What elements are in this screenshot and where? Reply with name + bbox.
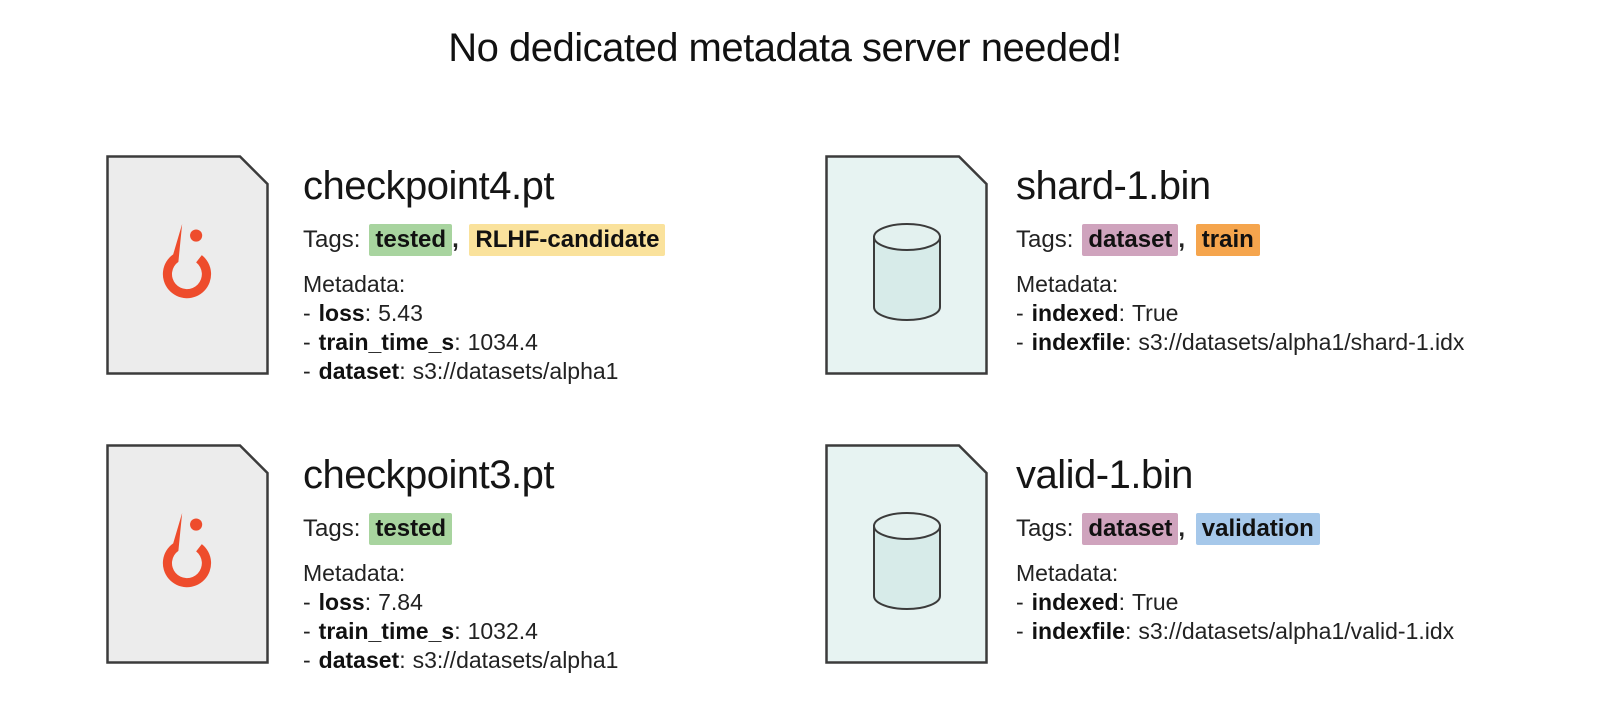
metadata-value: 1034.4	[467, 329, 538, 355]
key-colon: :	[454, 329, 461, 355]
file-card-checkpoint4: checkpoint4.pt Tags: tested, RLHF-candida…	[106, 155, 666, 386]
metadata-row-indexed: -indexed:True	[1016, 588, 1454, 617]
metadata-key: loss	[318, 300, 365, 326]
metadata-value: True	[1131, 300, 1179, 326]
metadata-row-loss: -loss:5.43	[303, 299, 665, 328]
metadata-value: s3://datasets/alpha1	[412, 647, 619, 673]
metadata-key: dataset	[318, 647, 400, 673]
tags-label: Tags:	[303, 515, 361, 542]
key-colon: :	[364, 589, 372, 615]
key-colon: :	[454, 618, 461, 644]
key-colon: :	[1124, 618, 1132, 644]
database-icon	[873, 223, 941, 321]
tag-train: train	[1195, 224, 1260, 256]
tags-label: Tags:	[303, 226, 361, 253]
tag-separator: ,	[1178, 515, 1186, 542]
metadata-list: -indexed:True -indexfile:s3://datasets/a…	[1016, 588, 1454, 646]
key-colon: :	[364, 300, 372, 326]
pytorch-file-icon	[106, 444, 269, 664]
file-info: checkpoint4.pt Tags: tested, RLHF-candida…	[303, 155, 666, 386]
metadata-value: s3://datasets/alpha1	[412, 358, 619, 384]
tags-line: Tags: tested	[303, 513, 618, 545]
metadata-key: indexed	[1031, 300, 1119, 326]
file-card-shard-1: shard-1.bin Tags: dataset, train Metadata…	[825, 155, 1464, 375]
metadata-value: 5.43	[378, 300, 423, 326]
tags-label: Tags:	[1016, 226, 1074, 253]
file-card-valid-1: valid-1.bin Tags: dataset, validation Met…	[825, 444, 1454, 664]
metadata-key: dataset	[318, 358, 400, 384]
metadata-value: s3://datasets/alpha1/valid-1.idx	[1138, 618, 1455, 644]
tags-line: Tags: dataset, train	[1016, 224, 1464, 256]
bullet-dash: -	[303, 358, 311, 384]
bullet-dash: -	[303, 300, 311, 326]
metadata-key: indexfile	[1031, 618, 1125, 644]
tag-tested: tested	[369, 224, 453, 256]
bullet-dash: -	[303, 589, 311, 615]
tags-line: Tags: dataset, validation	[1016, 513, 1454, 545]
file-name: checkpoint3.pt	[303, 453, 554, 497]
bullet-dash: -	[303, 329, 311, 355]
metadata-row-indexed: -indexed:True	[1016, 299, 1464, 328]
dataset-file-icon	[825, 155, 988, 375]
metadata-value: 7.84	[378, 589, 423, 615]
metadata-value: 1032.4	[467, 618, 538, 644]
metadata-key: indexed	[1031, 589, 1119, 615]
tag-dataset: dataset	[1082, 224, 1179, 256]
bullet-dash: -	[1016, 300, 1024, 326]
metadata-label: Metadata:	[303, 560, 406, 586]
key-colon: :	[399, 647, 406, 673]
metadata-row-train-time: -train_time_s:1034.4	[303, 328, 665, 357]
key-colon: :	[399, 358, 406, 384]
key-colon: :	[1118, 300, 1125, 326]
tag-validation: validation	[1195, 513, 1320, 545]
tag-separator: ,	[452, 226, 459, 253]
tag-rlhf-candidate: RLHF-candidate	[469, 224, 666, 256]
file-name: valid-1.bin	[1016, 453, 1193, 497]
metadata-row-indexfile: -indexfile:s3://datasets/alpha1/valid-1.…	[1016, 617, 1454, 646]
dataset-file-icon	[825, 444, 988, 664]
file-info: checkpoint3.pt Tags:tested Metadata: -lo…	[303, 444, 618, 675]
metadata-list: -loss:5.43 -train_time_s:1034.4 -dataset…	[303, 299, 665, 386]
file-info: shard-1.bin Tags: dataset, train Metadata…	[1016, 155, 1464, 357]
file-card-checkpoint3: checkpoint3.pt Tags:tested Metadata: -lo…	[106, 444, 618, 675]
metadata-key: indexfile	[1031, 329, 1125, 355]
bullet-dash: -	[303, 647, 311, 673]
tag-dataset: dataset	[1082, 513, 1179, 545]
metadata-key: loss	[318, 589, 365, 615]
metadata-label: Metadata:	[1016, 560, 1119, 586]
page-title: No dedicated metadata server needed!	[448, 26, 1122, 70]
metadata-list: -loss:7.84 -train_time_s:1032.4 -dataset…	[303, 588, 618, 675]
file-name: shard-1.bin	[1016, 164, 1211, 208]
key-colon: :	[1124, 329, 1132, 355]
metadata-value: s3://datasets/alpha1/shard-1.idx	[1138, 329, 1465, 355]
pytorch-file-icon	[106, 155, 269, 375]
metadata-row-dataset: -dataset:s3://datasets/alpha1	[303, 357, 665, 386]
pytorch-logo-icon	[162, 223, 212, 299]
document-shape	[106, 444, 269, 664]
tag-tested: tested	[369, 513, 453, 545]
document-shape	[106, 155, 269, 375]
metadata-key: train_time_s	[318, 618, 455, 644]
file-info: valid-1.bin Tags: dataset, validation Met…	[1016, 444, 1454, 646]
key-colon: :	[1118, 589, 1125, 615]
metadata-row-loss: -loss:7.84	[303, 588, 618, 617]
tag-separator: ,	[1178, 226, 1186, 253]
bullet-dash: -	[1016, 589, 1024, 615]
database-icon	[873, 512, 941, 610]
metadata-row-train-time: -train_time_s:1032.4	[303, 617, 618, 646]
tags-label: Tags:	[1016, 515, 1074, 542]
tags-line: Tags: tested, RLHF-candidate	[303, 224, 666, 256]
metadata-list: -indexed:True -indexfile:s3://datasets/a…	[1016, 299, 1464, 357]
file-name: checkpoint4.pt	[303, 164, 554, 208]
metadata-key: train_time_s	[318, 329, 455, 355]
pytorch-logo-icon	[162, 512, 212, 588]
metadata-row-indexfile: -indexfile:s3://datasets/alpha1/shard-1.…	[1016, 328, 1464, 357]
metadata-value: True	[1131, 589, 1179, 615]
metadata-label: Metadata:	[1016, 271, 1119, 297]
bullet-dash: -	[1016, 329, 1024, 355]
metadata-label: Metadata:	[303, 271, 406, 297]
bullet-dash: -	[303, 618, 311, 644]
metadata-row-dataset: -dataset:s3://datasets/alpha1	[303, 646, 618, 675]
bullet-dash: -	[1016, 618, 1024, 644]
